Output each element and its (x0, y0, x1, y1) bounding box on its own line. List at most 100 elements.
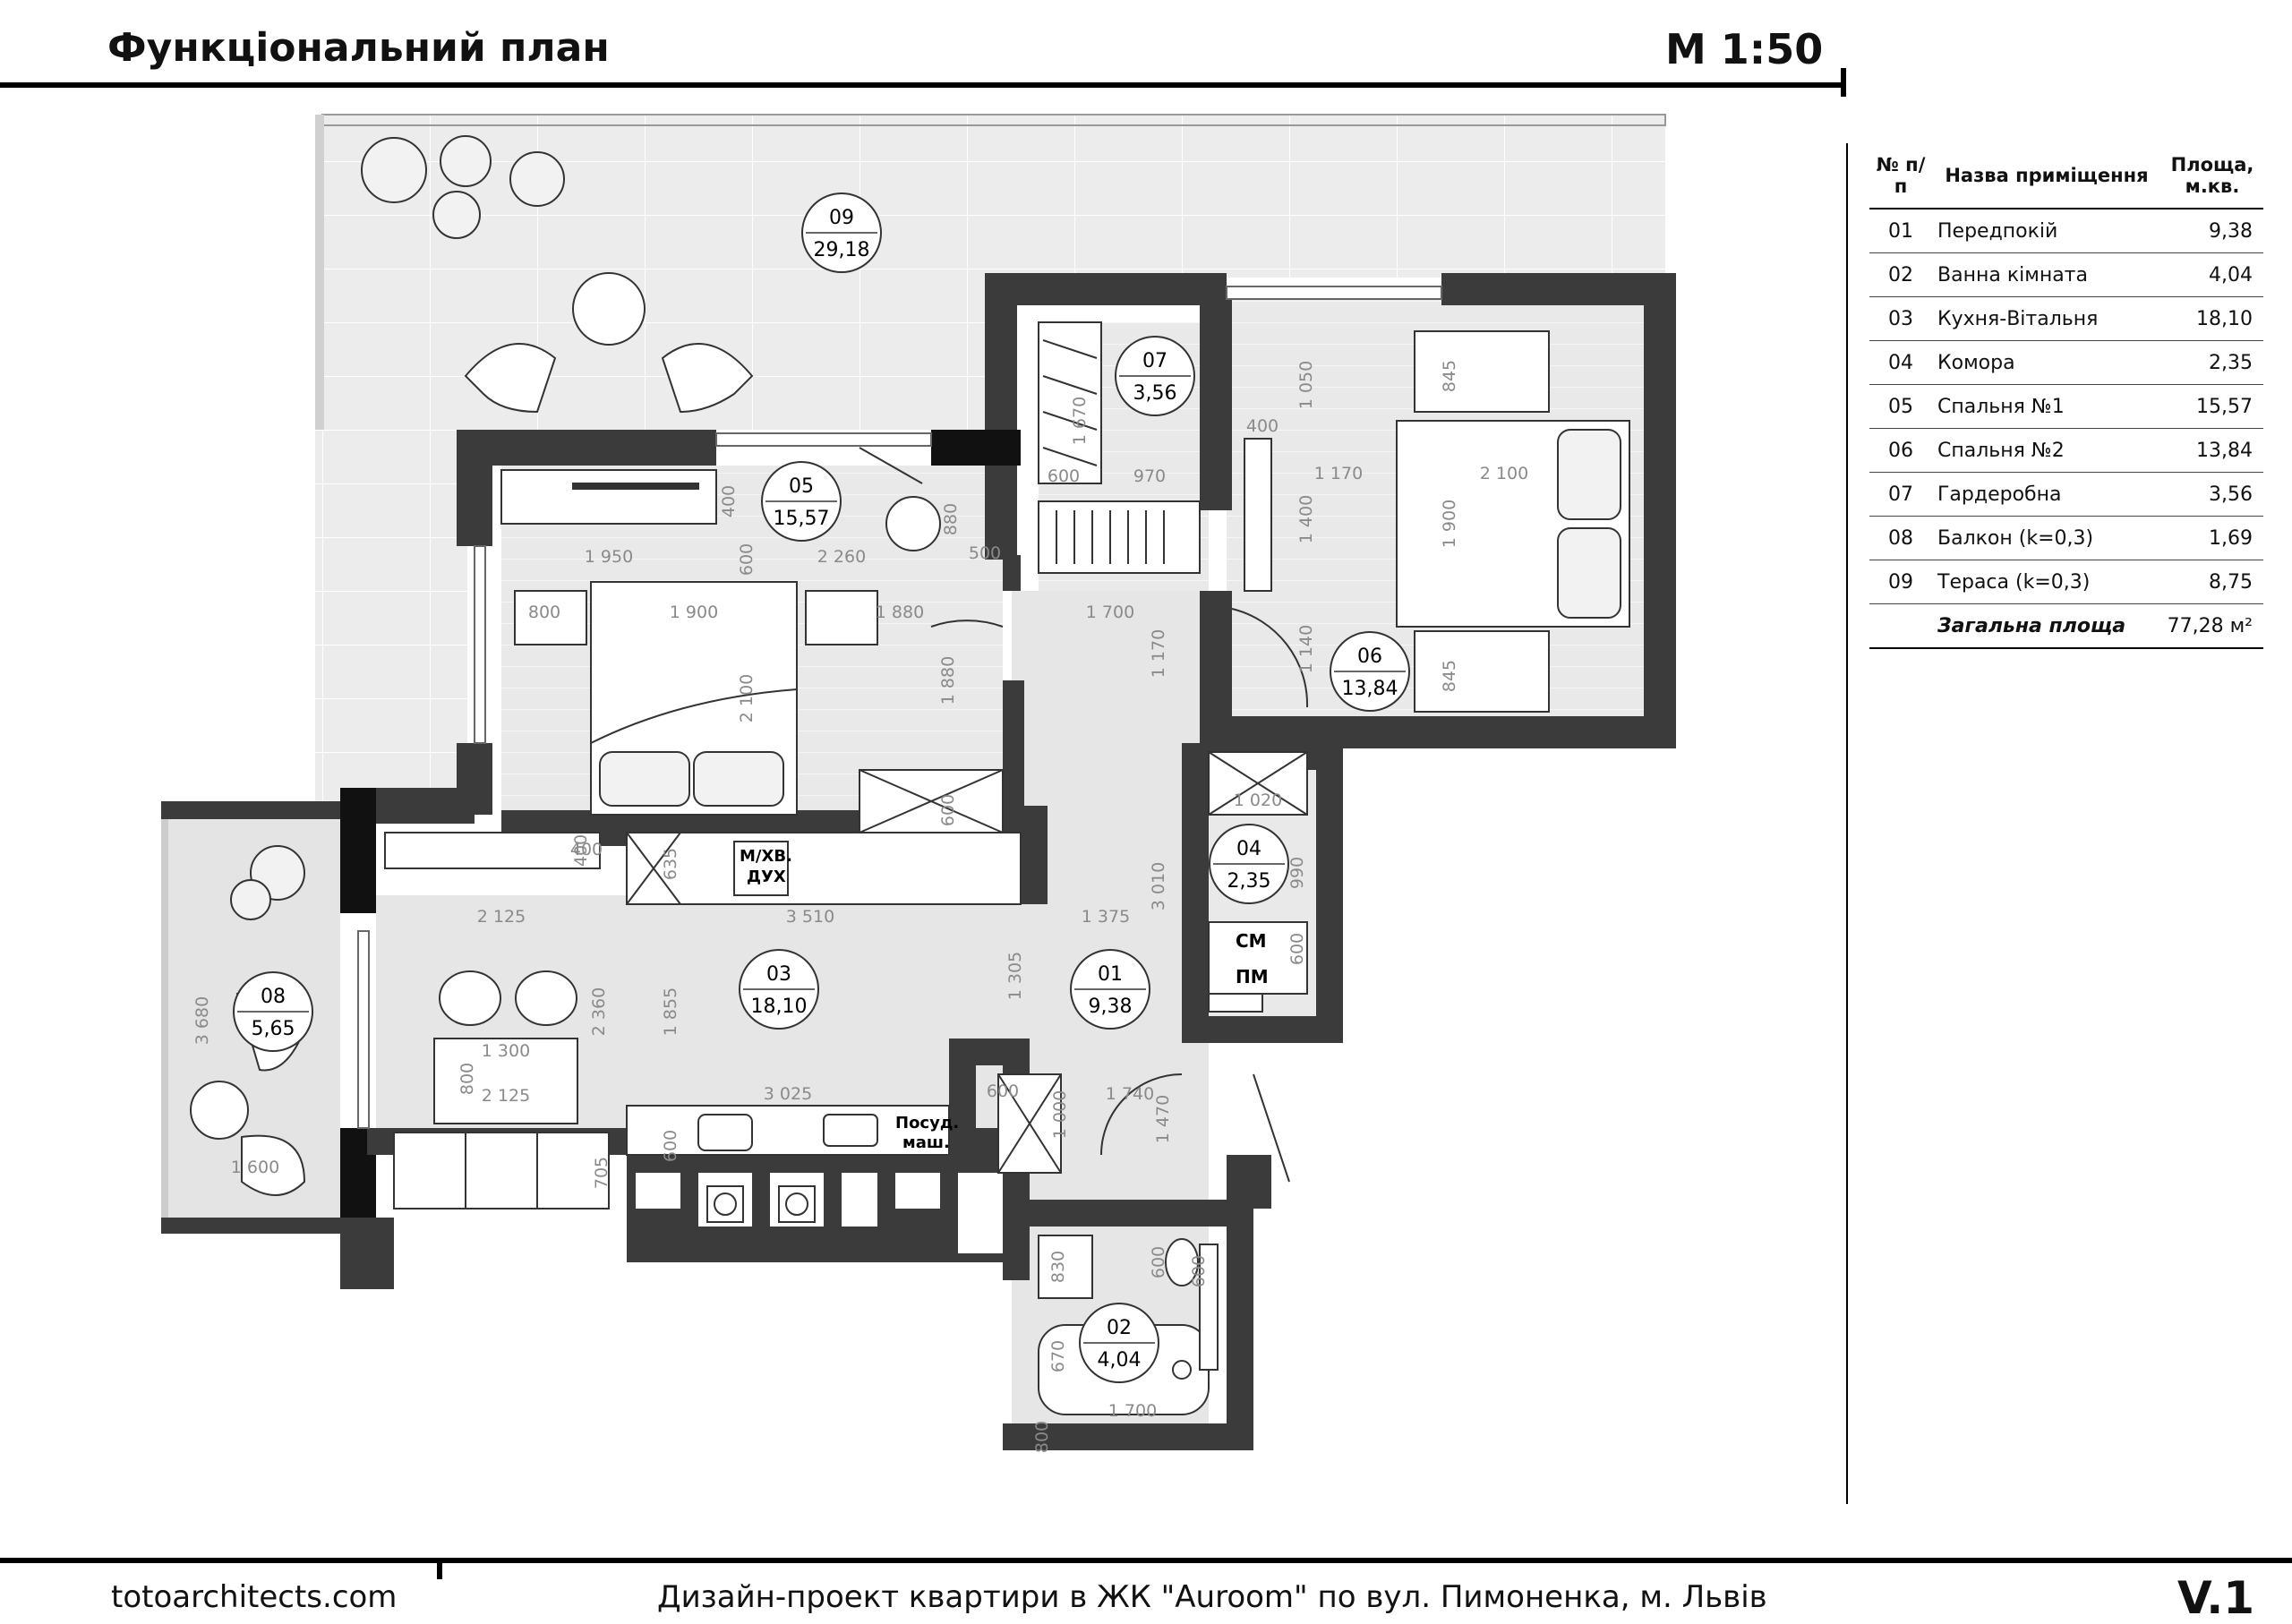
row-num: 02 (1869, 252, 1932, 297)
dimension-label: 1 020 (1234, 791, 1282, 810)
header-rule (0, 82, 1846, 88)
row-name: Гардеробна (1932, 472, 2161, 517)
pantry-shelves (1208, 751, 1308, 1013)
dimension-label: 3 510 (786, 907, 834, 927)
dimension-label: 1 900 (1440, 500, 1459, 548)
dimension-label: 1 880 (938, 656, 958, 705)
dimension-label: 400 (571, 834, 591, 867)
dryer-label: ПМ (1236, 966, 1269, 987)
dimension-label: 800 (458, 1063, 477, 1095)
room-labels: 0929,180515,57073,560613,84042,35019,380… (233, 192, 1410, 1383)
row-area: 1,69 (2161, 516, 2263, 560)
room-number: 06 (1357, 645, 1382, 668)
scale-label: М 1:50 (1665, 25, 1824, 73)
room-tag-r02: 024,04 (1079, 1303, 1159, 1383)
row-area: 8,75 (2161, 560, 2263, 604)
dimension-label: 800 (1032, 1421, 1052, 1453)
hob-rings (706, 1185, 816, 1223)
room-area: 9,38 (1089, 996, 1133, 1018)
row-area: 9,38 (2161, 209, 2263, 253)
room-area: 15,57 (774, 508, 830, 530)
dimension-label: 600 (737, 543, 757, 576)
dimension-label: 1 140 (1296, 625, 1316, 673)
plants (230, 135, 565, 920)
table-divider (1846, 143, 1848, 1504)
kitchen-counter (626, 769, 1022, 1156)
dimension-label: 1 740 (1106, 1084, 1154, 1104)
page-title: Функціональний план (107, 25, 610, 71)
dimension-label: 1 950 (585, 547, 633, 567)
row-num: 03 (1869, 296, 1932, 341)
dimension-label: 600 (1189, 1255, 1209, 1287)
row-name: Тераса (k=0,3) (1932, 560, 2161, 604)
room-tag-r01: 019,38 (1070, 949, 1150, 1030)
row-name: Передпокій (1932, 209, 2161, 253)
dimension-label: 845 (1440, 360, 1459, 392)
dimension-label: 2 360 (589, 987, 609, 1036)
footer-website[interactable]: totoarchitects.com (111, 1579, 398, 1615)
bed-2 (1396, 330, 1630, 713)
dimension-label: 3 025 (764, 1084, 812, 1104)
dimension-label: 1 170 (1314, 464, 1363, 483)
dimension-label: 3 010 (1149, 862, 1168, 910)
dimension-label: 1 300 (482, 1041, 530, 1061)
room-number: 09 (829, 207, 854, 229)
room-area: 29,18 (814, 239, 870, 261)
dimension-label: 2 100 (737, 674, 757, 722)
room-number: 02 (1107, 1317, 1132, 1339)
dimension-label: 1 375 (1082, 907, 1130, 927)
row-num: 01 (1869, 209, 1932, 253)
room-tag-r08: 085,65 (233, 971, 313, 1052)
dimension-label: 1 855 (661, 987, 680, 1036)
row-num: 08 (1869, 516, 1932, 560)
row-name: Комора (1932, 340, 2161, 385)
dimension-label: 1 670 (1070, 397, 1090, 445)
dimension-label: 1 900 (670, 603, 718, 622)
row-name: Спальня №1 (1932, 384, 2161, 429)
dimension-label: 1 880 (876, 603, 924, 622)
room-number: 01 (1098, 963, 1123, 986)
dimension-label: 600 (938, 794, 958, 826)
room-number: 07 (1142, 350, 1167, 372)
dimension-label: 705 (592, 1157, 611, 1189)
dimension-label: 1 470 (1153, 1095, 1173, 1143)
dimension-label: 1 305 (1005, 952, 1025, 1000)
row-name: Кухня-Вітальня (1932, 296, 2161, 341)
dimension-label: 400 (1246, 416, 1279, 436)
dimension-label: 880 (941, 503, 961, 535)
living-furniture (384, 832, 610, 1209)
room-number: 08 (261, 986, 286, 1008)
wc-label: М/ХВ. (740, 847, 792, 866)
room-area: 13,84 (1342, 678, 1398, 700)
room-area: 3,56 (1133, 382, 1177, 405)
dimension-label: 670 (1048, 1340, 1068, 1372)
door-swings (859, 447, 1309, 1183)
dimension-label: 600 (1048, 466, 1080, 486)
dimension-label: 1 050 (1296, 361, 1316, 409)
dimension-label: 3 680 (192, 996, 212, 1045)
row-area: 3,56 (2161, 472, 2263, 517)
dimension-label: 600 (987, 1081, 1019, 1101)
dimension-label: 970 (1133, 466, 1166, 486)
footer-project-title: Дизайн-проект квартири в ЖК "Auroom" по … (657, 1579, 1767, 1615)
room-tag-r09: 09 29,18 (801, 192, 882, 273)
dimension-label: 990 (1287, 857, 1307, 889)
row-area: 13,84 (2161, 428, 2263, 473)
dimension-label: 600 (661, 1130, 680, 1162)
dimension-label: 1 600 (231, 1158, 279, 1177)
dimension-label: 2 125 (482, 1086, 530, 1106)
dimension-label: 400 (719, 485, 739, 517)
room-area: 5,65 (252, 1018, 295, 1040)
dishwasher-label-2: маш. (902, 1133, 950, 1152)
hallway-cabinet (997, 1073, 1062, 1174)
